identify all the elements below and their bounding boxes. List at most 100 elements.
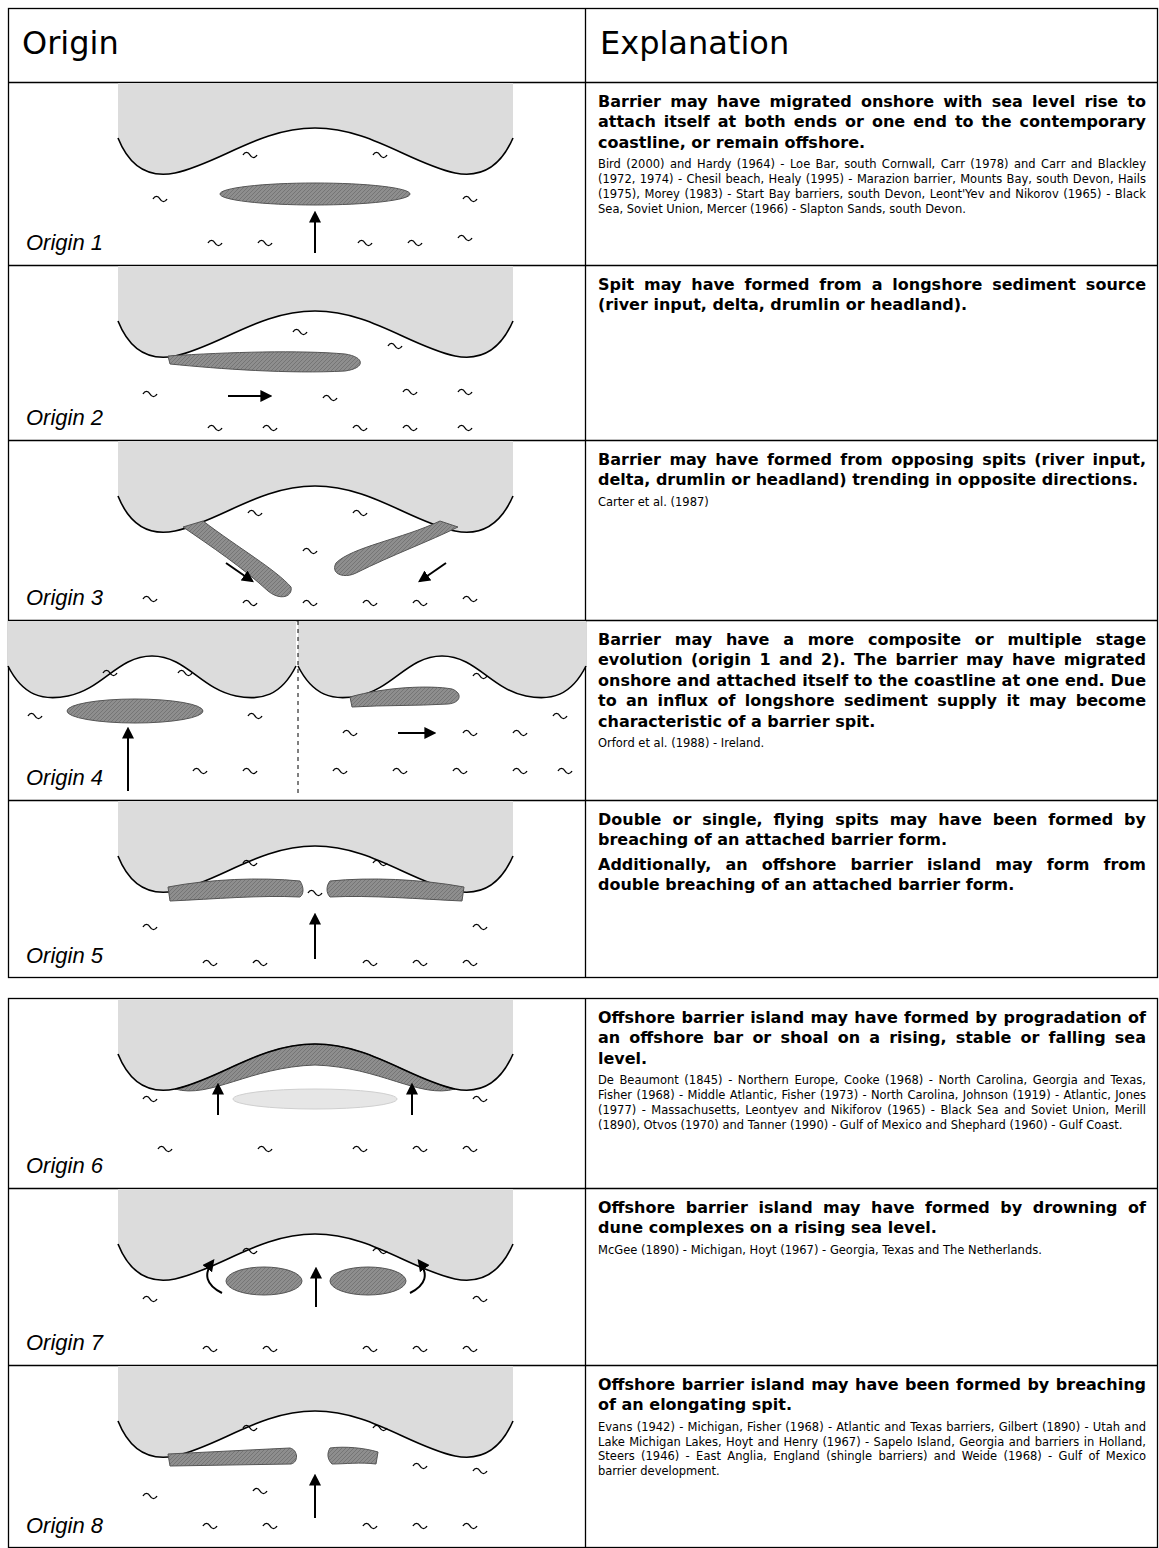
wave-mark [363,960,377,965]
origin-1-sketch [118,83,513,253]
wave-mark [363,1523,377,1528]
wave-mark [453,768,467,773]
wave-mark [243,1248,257,1253]
wave-mark [413,1346,427,1351]
reference-text: McGee (1890) - Michigan, Hoyt (1967) - G… [598,1243,1146,1258]
origin-label: Origin 4 [26,766,103,790]
origin-2-sketch [118,266,513,396]
wave-mark [143,1096,157,1101]
wave-mark [253,1488,267,1493]
wave-mark [353,1146,367,1151]
origin-7-sketch [118,1189,513,1307]
wave-mark [303,548,317,553]
wave-mark [308,890,322,895]
explanation-text: Offshore barrier island may have formed … [598,1008,1146,1069]
origin-label: Origin 6 [26,1154,103,1178]
wave-mark [153,196,167,201]
wave-mark [373,1248,387,1253]
wave-mark [353,510,367,515]
wave-mark [463,196,477,201]
wave-mark [403,389,417,394]
origin-label: Origin 1 [26,231,103,255]
table-grid [8,8,1158,1548]
origin-5-sketch [118,801,513,959]
wave-mark [553,713,567,718]
wave-mark [463,730,477,735]
origin-label: Origin 8 [26,1514,103,1538]
wave-mark [203,1346,217,1351]
origin-label: Origin 3 [26,586,103,610]
wave-mark [473,1096,487,1101]
reference-text: Evans (1942) - Michigan, Fisher (1968) -… [598,1420,1146,1479]
wave-mark [463,1146,477,1151]
wave-mark [253,960,267,965]
origin-8-sketch [118,1366,513,1518]
wave-mark [248,510,262,515]
wave-mark [143,596,157,601]
wave-mark [393,768,407,773]
explanation-text: Spit may have formed from a longshore se… [598,275,1146,316]
wave-mark [458,425,472,430]
wave-mark [333,768,347,773]
wave-mark [243,768,257,773]
wave-mark [303,600,317,605]
reference-text: Bird (2000) and Hardy (1964) - Loe Bar, … [598,157,1146,216]
wave-mark [143,1296,157,1301]
origin-4-sketch [8,621,586,793]
wave-mark [473,1296,487,1301]
explanation-text: Barrier may have migrated onshore with s… [598,92,1146,153]
wave-mark [263,425,277,430]
wave-mark [358,240,372,245]
wave-marks [28,152,572,1528]
wave-mark [463,960,477,965]
wave-mark [293,329,307,334]
wave-mark [323,395,337,400]
wave-mark [513,768,527,773]
wave-mark [363,1346,377,1351]
wave-mark [343,730,357,735]
wave-mark [463,596,477,601]
explanation-text: Offshore barrier island may have formed … [598,1198,1146,1239]
wave-mark [143,391,157,396]
origin-6-sketch [118,999,513,1115]
origin-3-sketch [118,441,513,597]
wave-mark [203,1523,217,1528]
wave-mark [403,425,417,430]
wave-mark [413,1523,427,1528]
explanation-text: Offshore barrier island may have been fo… [598,1375,1146,1416]
wave-mark [203,960,217,965]
wave-mark [373,860,387,865]
explanation-text: Barrier may have a more composite or mul… [598,630,1146,732]
column-heading: Explanation [600,24,789,62]
reference-text: Carter et al. (1987) [598,495,1146,510]
wave-mark [208,425,222,430]
explanation-text: Double or single, flying spits may have … [598,810,1146,851]
wave-mark [473,924,487,929]
wave-mark [413,1463,427,1468]
explanation-text: Barrier may have formed from opposing sp… [598,450,1146,491]
wave-mark [458,389,472,394]
reference-text: Orford et al. (1988) - Ireland. [598,736,1146,751]
wave-mark [413,600,427,605]
wave-mark [458,235,472,240]
wave-mark [263,1346,277,1351]
wave-mark [103,670,117,675]
wave-mark [243,152,257,157]
wave-mark [243,1425,257,1430]
wave-mark [513,730,527,735]
wave-mark [413,960,427,965]
origin-label: Origin 5 [26,944,103,968]
wave-mark [463,1523,477,1528]
reference-text: De Beaumont (1845) - Northern Europe, Co… [598,1073,1146,1132]
wave-mark [473,673,487,678]
explanation-text: Additionally, an offshore barrier island… [598,855,1146,896]
wave-mark [143,1493,157,1498]
wave-mark [413,1146,427,1151]
wave-mark [473,1468,487,1473]
wave-mark [363,600,377,605]
wave-mark [193,768,207,773]
wave-mark [373,152,387,157]
wave-mark [208,240,222,245]
wave-mark [248,713,262,718]
